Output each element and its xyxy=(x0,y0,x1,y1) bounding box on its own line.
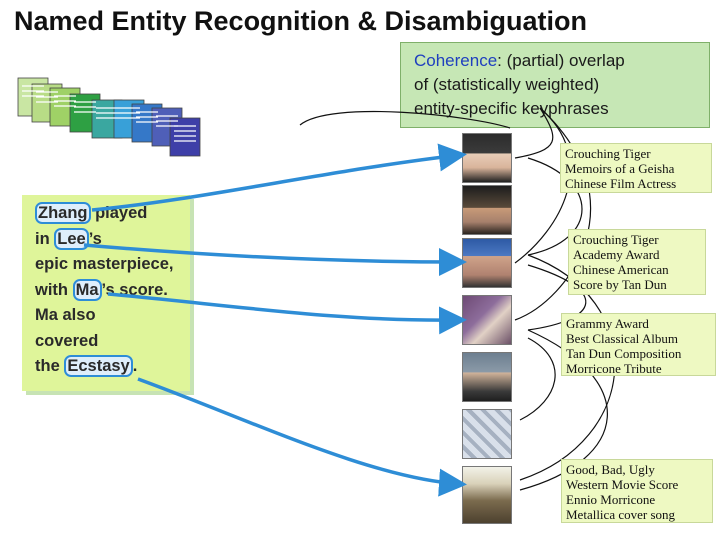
text-segment: . xyxy=(132,357,138,375)
entity-photo-man-hat xyxy=(462,185,512,235)
keyphrase: Chinese American xyxy=(573,262,669,277)
input-text-note: Zhang played in Lee’s epic masterpiece, … xyxy=(22,195,190,391)
keyphrase: Chinese Film Actress xyxy=(565,176,677,191)
text-segment: the xyxy=(35,357,65,375)
entity-photo-director xyxy=(462,238,512,288)
text-line: Ma also xyxy=(35,306,96,324)
keyphrase: Western Movie Score xyxy=(566,477,679,492)
keyphrase-box-2: Crouching Tiger Academy Award Chinese Am… xyxy=(568,229,706,295)
page-title: Named Entity Recognition & Disambiguatio… xyxy=(14,6,588,36)
keyphrase: Score by Tan Dun xyxy=(573,277,667,292)
coherence-line1: : (partial) overlap xyxy=(497,51,625,70)
keyphrase: Crouching Tiger xyxy=(565,146,651,161)
keyphrase: Good, Bad, Ugly xyxy=(566,462,655,477)
mention-ma: Ma xyxy=(72,278,102,301)
keyphrase-box-3: Grammy Award Best Classical Album Tan Du… xyxy=(561,313,716,376)
keyphrase: Memoirs of a Geisha xyxy=(565,161,675,176)
coherence-line3: entity-specific keyphrases xyxy=(414,99,609,118)
keyphrase: Tan Dun Composition xyxy=(566,346,682,361)
mention-zhang: Zhang xyxy=(35,202,91,224)
entity-photo-drug-pills xyxy=(462,409,512,459)
mention-entity-arrows xyxy=(83,143,467,497)
keyphrase: Academy Award xyxy=(573,247,660,262)
coherence-callout: Coherence: (partial) overlap of (statist… xyxy=(400,42,710,128)
keyphrase: Crouching Tiger xyxy=(573,232,659,247)
coherence-line2: of (statistically weighted) xyxy=(414,75,600,94)
text-line: covered xyxy=(35,331,99,350)
coherence-keyword: Coherence xyxy=(414,51,498,70)
keyphrase: Metallica cover song xyxy=(566,507,676,522)
text-line: epic masterpiece, xyxy=(35,255,174,273)
entity-photo-western-scene xyxy=(462,466,512,524)
text-segment: in xyxy=(35,229,55,248)
keyphrase: Ennio Morricone xyxy=(566,492,656,507)
text-segment: with xyxy=(35,280,73,299)
entity-photo-businessman xyxy=(462,352,512,402)
document-stack-icon xyxy=(17,77,201,157)
mention-lee: Lee xyxy=(54,227,89,250)
mention-ecstasy: Ecstasy xyxy=(64,355,133,377)
keyphrase: Grammy Award xyxy=(566,316,649,331)
keyphrase-box-4: Good, Bad, Ugly Western Movie Score Enni… xyxy=(561,459,713,523)
keyphrase: Best Classical Album xyxy=(566,331,678,346)
entity-photo-actress xyxy=(462,133,512,183)
text-segment: ’s xyxy=(88,229,102,248)
keyphrase-box-1: Crouching Tiger Memoirs of a Geisha Chin… xyxy=(560,143,712,193)
keyphrase: Morricone Tribute xyxy=(566,361,662,376)
entity-photo-cellist xyxy=(462,295,512,345)
